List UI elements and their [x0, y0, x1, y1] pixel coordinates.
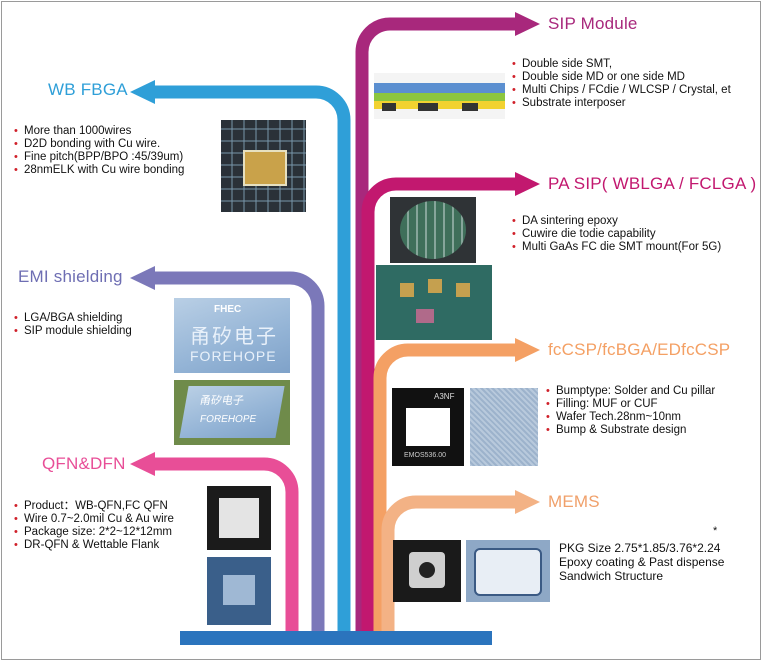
bullet-item: Multi Chips / FCdie / WLCSP / Crystal, e…: [512, 84, 731, 97]
arrowhead-emi: [130, 266, 155, 290]
bullets-qfn: Product：WB-QFN,FC QFN Wire 0.7~2.0mil Cu…: [14, 500, 174, 552]
pa-sip-wafer-image: [390, 197, 476, 263]
arrowhead-sip-module: [515, 12, 540, 36]
title-sip-module: SIP Module: [548, 14, 638, 33]
bullet-item: Filling: MUF or CUF: [546, 398, 715, 411]
mems-line-1: PKG Size 2.75*1.85/3.76*2.24: [559, 541, 721, 555]
bullet-item: D2D bonding with Cu wire.: [14, 138, 184, 151]
bullet-item: Wire 0.7~2.0mil Cu & Au wire: [14, 513, 174, 526]
bullet-item: 28nmELK with Cu wire bonding: [14, 164, 184, 177]
bullet-item: Bumptype: Solder and Cu pillar: [546, 385, 715, 398]
fccsp-bump-image: [470, 388, 538, 466]
qfn-wirebond-image: [207, 557, 271, 625]
branch-sip-module: [355, 17, 515, 631]
bullet-item: More than 1000wires: [14, 125, 184, 138]
title-wb-fbga: WB FBGA: [48, 80, 128, 99]
arrowhead-mems: [515, 490, 540, 514]
arrowhead-wb-fbga: [130, 80, 155, 104]
base-bar: [180, 631, 492, 645]
pkg-en-text: FOREHOPE: [199, 414, 258, 425]
bullet-item: Cuwire die todie capability: [512, 228, 721, 241]
bullet-item: Bump & Substrate design: [546, 424, 715, 437]
wb-fbga-die-image: [221, 120, 306, 212]
branch-mems: [381, 495, 515, 631]
bullets-fccsp: Bumptype: Solder and Cu pillar Filling: …: [546, 385, 715, 437]
branch-qfn: [150, 457, 299, 631]
bullet-item: DA sintering epoxy: [512, 215, 721, 228]
title-mems: MEMS: [548, 492, 600, 511]
bullet-item: Double side MD or one side MD: [512, 71, 731, 84]
chip-top-text: A3NF: [434, 392, 455, 401]
branch-pa-sip: [361, 177, 515, 631]
bullet-item: Package size: 2*2~12*12mm: [14, 526, 174, 539]
bullet-item: Fine pitch(BPP/BPO :45/39um): [14, 151, 184, 164]
mems-asterisk: *: [713, 525, 718, 537]
emi-package-image: FHEC 甬矽电子 FOREHOPE: [174, 298, 290, 373]
bullet-item: SIP module shielding: [14, 325, 132, 338]
sip-module-cross-section-image: [374, 73, 505, 119]
bullet-item: LGA/BGA shielding: [14, 312, 132, 325]
mems-device-image: [393, 540, 461, 602]
mems-line-3: Sandwich Structure: [559, 569, 664, 583]
emi-package-angled-image: 甬矽电子 FOREHOPE: [174, 380, 290, 445]
bullet-item: Multi GaAs FC die SMT mount(For 5G): [512, 241, 721, 254]
bullets-sip-module: Double side SMT, Double side MD or one s…: [512, 58, 731, 110]
title-qfn: QFN&DFN: [42, 454, 126, 473]
bullet-item: DR-QFN & Wettable Flank: [14, 539, 174, 552]
title-emi: EMI shielding: [18, 267, 123, 286]
bullets-wb-fbga: More than 1000wires D2D bonding with Cu …: [14, 125, 184, 177]
arrowhead-qfn: [130, 452, 155, 476]
qfn-package-image: [207, 486, 271, 550]
pa-sip-substrate-image: [376, 265, 492, 340]
arrowhead-fccsp: [515, 338, 540, 362]
title-pa-sip: PA SIP( WBLGA / FCLGA ): [548, 174, 757, 193]
chip-bottom-text: EMOS536.00: [404, 452, 447, 459]
branch-emi: [150, 271, 325, 631]
bullet-item: Wafer Tech.28nm~10nm: [546, 411, 715, 424]
bullet-item: Substrate interposer: [512, 97, 731, 110]
title-fccsp: fcCSP/fcBGA/EDfcCSP: [548, 340, 731, 359]
pkg-cn-text: 甬矽电子: [198, 395, 245, 407]
pkg-cn-text: 甬矽电子: [190, 326, 278, 348]
pkg-logo-text: FHEC: [214, 304, 242, 315]
branch-fccsp: [373, 343, 515, 631]
mems-cavity-image: [466, 540, 550, 602]
bullets-pa-sip: DA sintering epoxy Cuwire die todie capa…: [512, 215, 721, 254]
bullet-item: Product：WB-QFN,FC QFN: [14, 500, 174, 513]
branch-wb-fbga: [150, 85, 351, 631]
bullets-emi: LGA/BGA shielding SIP module shielding: [14, 312, 132, 338]
pkg-en-text: FOREHOPE: [190, 348, 277, 364]
bullet-item: Double side SMT,: [512, 58, 731, 71]
arrowhead-pa-sip: [515, 172, 540, 196]
fccsp-chip-image: A3NF EMOS536.00: [392, 388, 464, 466]
mems-line-2: Epoxy coating & Past dispense: [559, 555, 725, 569]
